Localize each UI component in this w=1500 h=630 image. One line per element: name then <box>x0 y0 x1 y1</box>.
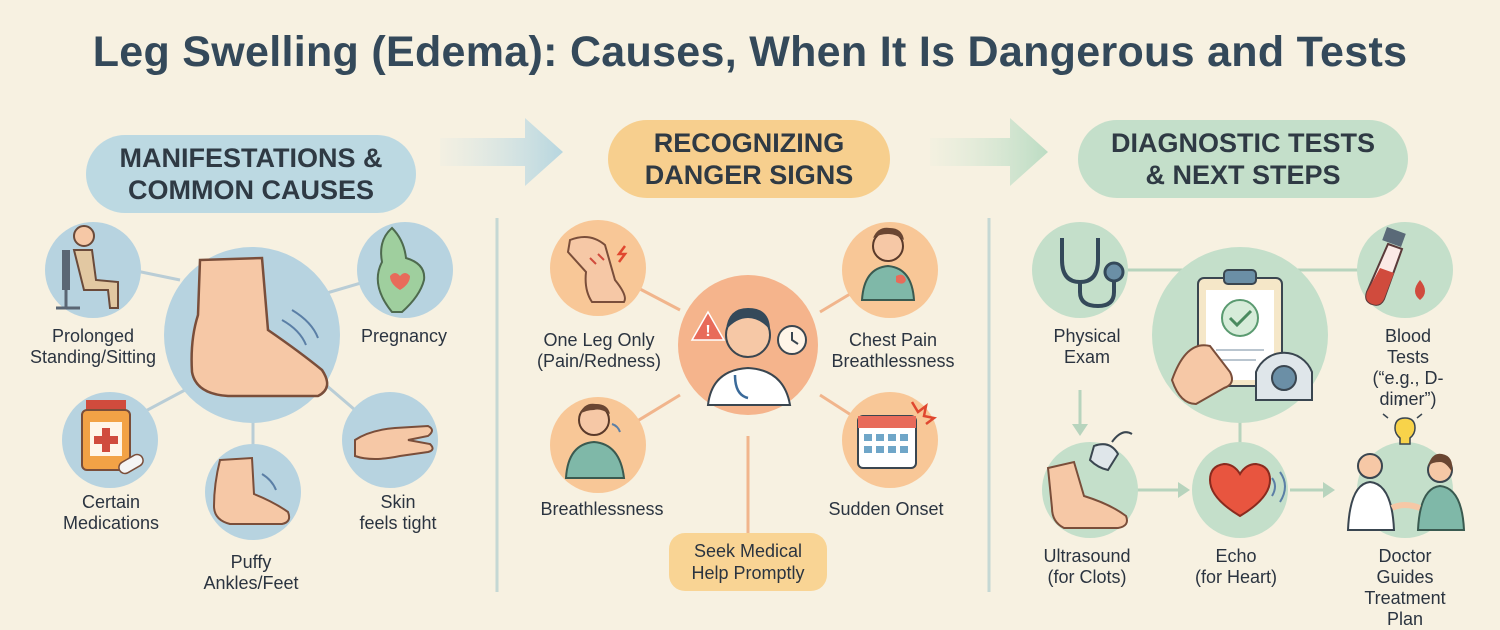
tests-heading: DIAGNOSTIC TESTS & NEXT STEPS <box>1078 120 1408 198</box>
label-sudden-onset: Sudden Onset <box>828 499 944 519</box>
svg-text:!: ! <box>705 323 710 340</box>
doctor-patient-icon <box>1346 400 1466 538</box>
page-title: Leg Swelling (Edema): Causes, When It Is… <box>92 28 1408 76</box>
calendar-alert-icon <box>842 392 938 488</box>
label-medications: Certain Medications <box>62 492 160 533</box>
flow-arrow-down <box>1072 390 1088 436</box>
puffy-foot-icon <box>205 444 301 540</box>
sitting-person-icon <box>45 222 141 318</box>
label-physical-exam: Physical Exam <box>1053 326 1121 367</box>
pregnancy-icon <box>357 222 453 318</box>
flow-arrow-1 <box>440 118 563 186</box>
doctor-warning-icon: ! <box>678 275 818 415</box>
label-chest-pain: Chest Pain Breathlessness <box>831 330 955 371</box>
flow-arrow-2 <box>930 118 1048 186</box>
ultrasound-probe-icon <box>1042 431 1138 538</box>
danger-heading: RECOGNIZING DANGER SIGNS <box>608 120 890 198</box>
clipboard-scan-icon <box>1152 247 1328 423</box>
flow-arrow-right-2 <box>1290 482 1335 498</box>
causes-heading: MANIFESTATIONS & COMMON CAUSES <box>86 135 416 213</box>
label-puffy-ankles: Puffy Ankles/Feet <box>203 552 299 593</box>
painful-leg-icon <box>550 220 646 316</box>
label-pregnancy: Pregnancy <box>360 326 448 346</box>
label-breathlessness: Breathlessness <box>540 499 664 519</box>
flow-arrow-right-1 <box>1135 482 1190 498</box>
blood-tube-icon <box>1357 222 1453 318</box>
label-echo: Echo (for Heart) <box>1194 546 1278 587</box>
breathless-person-icon <box>550 397 646 493</box>
label-doctor-guides: Doctor Guides Treatment Plan <box>1364 546 1446 629</box>
stethoscope-icon <box>1032 222 1128 318</box>
seek-help-callout: Seek Medical Help Promptly <box>669 533 827 591</box>
label-ultrasound: Ultrasound (for Clots) <box>1043 546 1131 587</box>
label-one-leg: One Leg Only (Pain/Redness) <box>536 330 662 371</box>
tight-skin-hand-icon <box>342 392 438 488</box>
label-skin-tight: Skin feels tight <box>359 492 437 533</box>
medication-bottle-icon <box>62 392 158 488</box>
swollen-foot-icon <box>164 247 340 423</box>
label-blood-tests: Blood Tests (“e.g., D-dimer”) <box>1372 326 1444 409</box>
heart-echo-icon <box>1192 442 1288 538</box>
chest-pain-icon <box>842 222 938 318</box>
label-prolonged-standing: Prolonged Standing/Sitting <box>29 326 157 367</box>
